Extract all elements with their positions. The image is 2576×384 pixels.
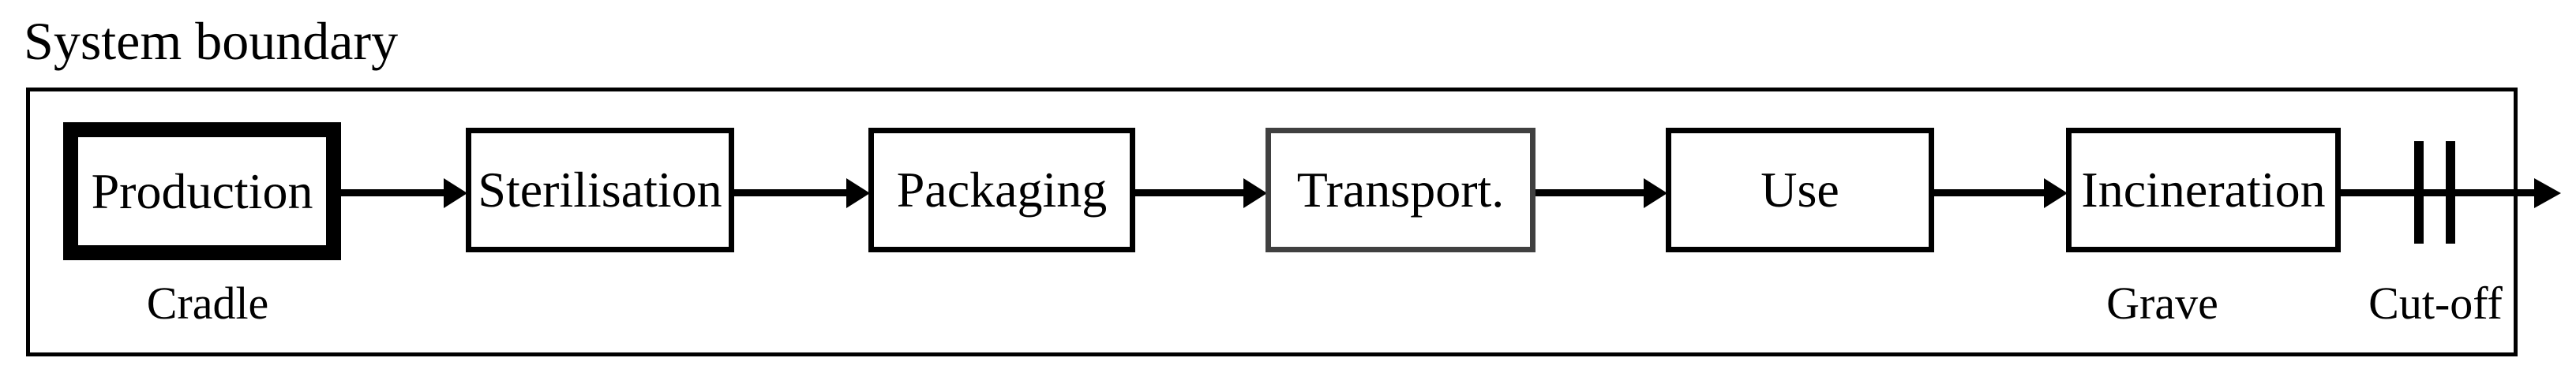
stage-label-packaging: Packaging <box>896 162 1108 218</box>
cutoff-mark-bar-1 <box>2414 141 2424 244</box>
flow-arrow-shaft-use-to-incineration <box>1934 189 2044 196</box>
exit-arrow-shaft <box>2341 189 2534 196</box>
flow-arrow-head-packaging-to-transport <box>1243 178 1267 208</box>
cradle-label: Cradle <box>146 278 269 329</box>
grave-label: Grave <box>2106 278 2218 329</box>
stage-label-production: Production <box>91 162 313 219</box>
cutoff-label: Cut-off <box>2368 278 2503 329</box>
flow-arrow-head-production-to-sterilisation <box>444 178 467 208</box>
stage-box-production: Production <box>63 122 341 260</box>
stage-box-transport: Transport. <box>1266 128 1535 252</box>
flow-arrow-shaft-packaging-to-transport <box>1135 189 1243 196</box>
flow-arrow-shaft-production-to-sterilisation <box>341 189 444 196</box>
stage-box-use: Use <box>1666 128 1934 252</box>
stage-box-packaging: Packaging <box>868 128 1135 252</box>
stage-label-transport: Transport. <box>1296 162 1505 218</box>
flow-arrow-shaft-sterilisation-to-packaging <box>734 189 846 196</box>
exit-arrow-head <box>2534 178 2561 208</box>
stage-label-sterilisation: Sterilisation <box>478 162 722 218</box>
stage-label-use: Use <box>1760 162 1839 218</box>
flow-arrow-shaft-transport-to-use <box>1535 189 1644 196</box>
stage-box-incineration: Incineration <box>2066 128 2341 252</box>
flow-arrow-head-transport-to-use <box>1644 178 1667 208</box>
stage-label-incineration: Incineration <box>2081 162 2326 218</box>
system-boundary-rectangle <box>26 88 2518 356</box>
flow-arrow-head-use-to-incineration <box>2044 178 2068 208</box>
diagram-title: System boundary <box>24 11 399 71</box>
stage-box-sterilisation: Sterilisation <box>466 128 734 252</box>
cutoff-mark-bar-2 <box>2446 141 2455 244</box>
flow-arrow-head-sterilisation-to-packaging <box>846 178 870 208</box>
